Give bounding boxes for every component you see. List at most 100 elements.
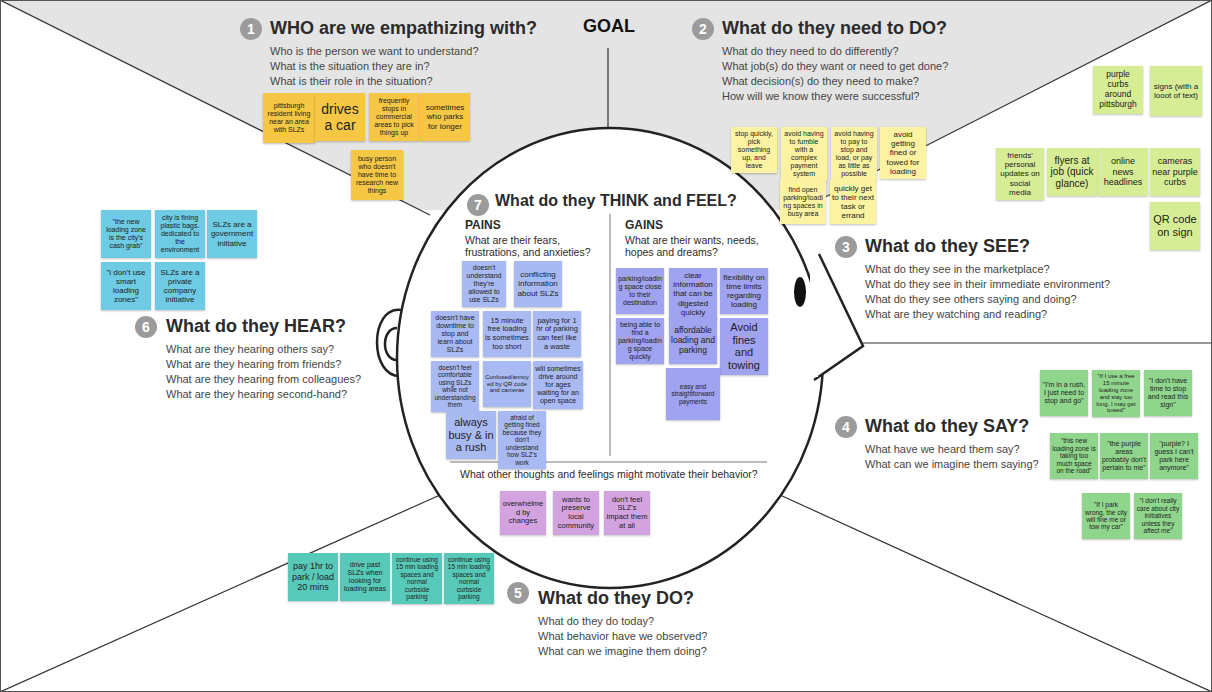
sticky-note: online news headlines xyxy=(1098,148,1148,196)
sticky-text: "this new loading zone is taking too muc… xyxy=(1052,437,1096,474)
sticky-note: sometimes who parks for longer xyxy=(420,93,470,141)
sticky-note: don't feel SLZ's impact them at all xyxy=(604,491,650,535)
section-heading: What do they SEE? xyxy=(865,236,1030,257)
sticky-text: quickly get to their next task or errand xyxy=(832,184,874,221)
sticky-note: flyers at job (quick glance) xyxy=(1047,148,1097,196)
sticky-text: sometimes who parks for longer xyxy=(422,103,468,131)
sticky-text: "the purple areas probably don't pertain… xyxy=(1102,440,1146,472)
section-heading: What do they SAY? xyxy=(865,416,1029,437)
section-question: What are they watching and reading? xyxy=(865,308,1047,320)
sticky-note: "If I use a free 15 minute loading zone … xyxy=(1092,370,1140,417)
callout-number: 5 xyxy=(507,582,529,604)
sticky-text: frequently stops in commercial areas to … xyxy=(371,97,417,137)
callout-number-text: 3 xyxy=(835,236,857,258)
sticky-text: pittsburgh resident living near an area … xyxy=(265,102,313,134)
sticky-text: being able to find a parking/loading spa… xyxy=(618,321,662,361)
callout-number-text: 6 xyxy=(135,316,157,338)
sticky-note: avoid getting fined or towed for loading xyxy=(880,127,926,179)
sticky-note: clear information that can be digested q… xyxy=(669,268,717,320)
section-question: What have we heard them say? xyxy=(865,443,1020,455)
sticky-note: flexibility on time limits regarding loa… xyxy=(720,268,768,314)
nose-outline xyxy=(814,254,863,380)
sticky-note: avoid having to pay to stop and load, or… xyxy=(831,127,877,181)
section-heading: What do they need to DO? xyxy=(722,18,947,39)
section-question: What do they see in the marketplace? xyxy=(865,263,1050,275)
callout-number: 2 xyxy=(692,18,714,40)
sticky-text: "i don't use smart loading zones" xyxy=(103,268,149,305)
sticky-text: "I don't really care about city initiati… xyxy=(1136,497,1180,534)
sticky-text: afraid of getting fined because they don… xyxy=(500,414,544,466)
sticky-text: online news headlines xyxy=(1100,156,1146,187)
callout-number-text: 4 xyxy=(835,416,857,438)
sticky-text: stop quickly, pick something up, and lea… xyxy=(733,130,775,170)
sticky-text: "I don't have time to stop and read this… xyxy=(1146,377,1190,409)
sticky-note: pay 1hr to park / load 20 mins xyxy=(288,553,338,601)
sticky-text: purple curbs around pittsburgh xyxy=(1095,70,1141,109)
sticky-text: SLZs are a private company initiative xyxy=(157,268,203,305)
sticky-text: continue using 15 min loading spaces and… xyxy=(394,556,440,601)
sticky-text: will sometimes drive around for ages wai… xyxy=(535,365,581,405)
callout-number: 6 xyxy=(135,316,157,338)
sticky-text: avoid having to fumble with a complex pa… xyxy=(783,130,825,178)
sticky-text: drives a car xyxy=(317,101,363,133)
sticky-text: busy person who doesn't have time to res… xyxy=(353,155,401,195)
sticky-note: "I don't have time to stop and read this… xyxy=(1144,370,1192,416)
callout-number-text: 5 xyxy=(507,582,529,604)
callout-number: 4 xyxy=(835,416,857,438)
sticky-text: "purple? I guess I can't park here anymo… xyxy=(1152,440,1196,472)
sticky-text: doesn't have downtime to stop and learn … xyxy=(433,314,477,354)
sticky-text: continue using 15 min loading spaces and… xyxy=(446,556,492,601)
sticky-text: Avoid fines and towing xyxy=(722,321,766,372)
sticky-note: wants to preserve local community xyxy=(553,491,599,535)
sticky-text: affordable loading and parking xyxy=(671,326,715,355)
section-question: What is their role in the situation? xyxy=(270,75,433,87)
callout-number: 3 xyxy=(835,236,857,258)
sticky-note: city is fining plastic bags. dedicated t… xyxy=(155,210,205,258)
sticky-text: city is fining plastic bags. dedicated t… xyxy=(157,214,203,254)
sticky-note: easy and straightforward payments xyxy=(666,368,720,420)
section-heading: What do they HEAR? xyxy=(166,316,346,337)
sticky-note: busy person who doesn't have time to res… xyxy=(351,150,403,200)
sticky-note: parking/loading space close to their des… xyxy=(616,268,664,314)
callout-number-text: 2 xyxy=(692,18,714,40)
section-question: What are they hearing from colleagues? xyxy=(166,373,361,385)
sticky-note: doesn't understand they're allowed to us… xyxy=(462,261,506,307)
sticky-note: Confused/annoyed by QR code and cameras xyxy=(483,361,531,407)
sticky-text: flexibility on time limits regarding loa… xyxy=(722,273,766,310)
column-question: What are their wants, needs, hopes and d… xyxy=(625,234,775,258)
sticky-note: "If I park wrong, the city will fine me … xyxy=(1082,493,1130,539)
sticky-note: drives a car xyxy=(315,93,365,141)
sticky-text: flyers at job (quick glance) xyxy=(1049,155,1095,190)
section-heading: What do they DO? xyxy=(538,588,694,609)
section-question: Who is the person we want to understand? xyxy=(270,45,479,57)
sticky-note: 15 minute free loading is sometimes too … xyxy=(483,311,531,357)
section-heading: What do they THINK and FEEL? xyxy=(495,192,737,210)
sticky-note: affordable loading and parking xyxy=(669,318,717,364)
sticky-note: SLZs are a government initiative xyxy=(207,210,257,258)
sticky-note: always busy & in a rush xyxy=(446,411,496,459)
section-question: What behavior have we observed? xyxy=(538,630,707,642)
sticky-note: frequently stops in commercial areas to … xyxy=(369,93,419,141)
sticky-note: pittsburgh resident living near an area … xyxy=(263,93,315,143)
section-question: What are they hearing second-hand? xyxy=(166,388,347,400)
callout-number-text: 1 xyxy=(240,18,262,40)
sticky-text: SLZs are a government initiative xyxy=(209,220,255,248)
head-circle xyxy=(397,128,823,588)
callout-number-text: 7 xyxy=(467,194,489,216)
sticky-note: SLZs are a private company initiative xyxy=(155,262,205,310)
column-heading: GAINS xyxy=(625,218,663,232)
sticky-note: Avoid fines and towing xyxy=(720,318,768,375)
sticky-note: doesn't have downtime to stop and learn … xyxy=(431,311,479,357)
sticky-text: QR code on sign xyxy=(1152,213,1198,238)
sticky-note: "purple? I guess I can't park here anymo… xyxy=(1150,433,1198,479)
section-question: What do they do today? xyxy=(538,615,654,627)
column-heading: PAINS xyxy=(465,218,501,232)
sticky-note: "the purple areas probably don't pertain… xyxy=(1100,433,1148,479)
section-question: How will we know they were successful? xyxy=(722,90,919,102)
sticky-text: "I'm in a rush, I just need to stop and … xyxy=(1042,381,1086,405)
sticky-text: pay 1hr to park / load 20 mins xyxy=(290,561,336,592)
sticky-text: wants to preserve local community xyxy=(555,496,597,531)
sticky-note: being able to find a parking/loading spa… xyxy=(616,318,664,364)
nose-fill xyxy=(810,257,818,377)
